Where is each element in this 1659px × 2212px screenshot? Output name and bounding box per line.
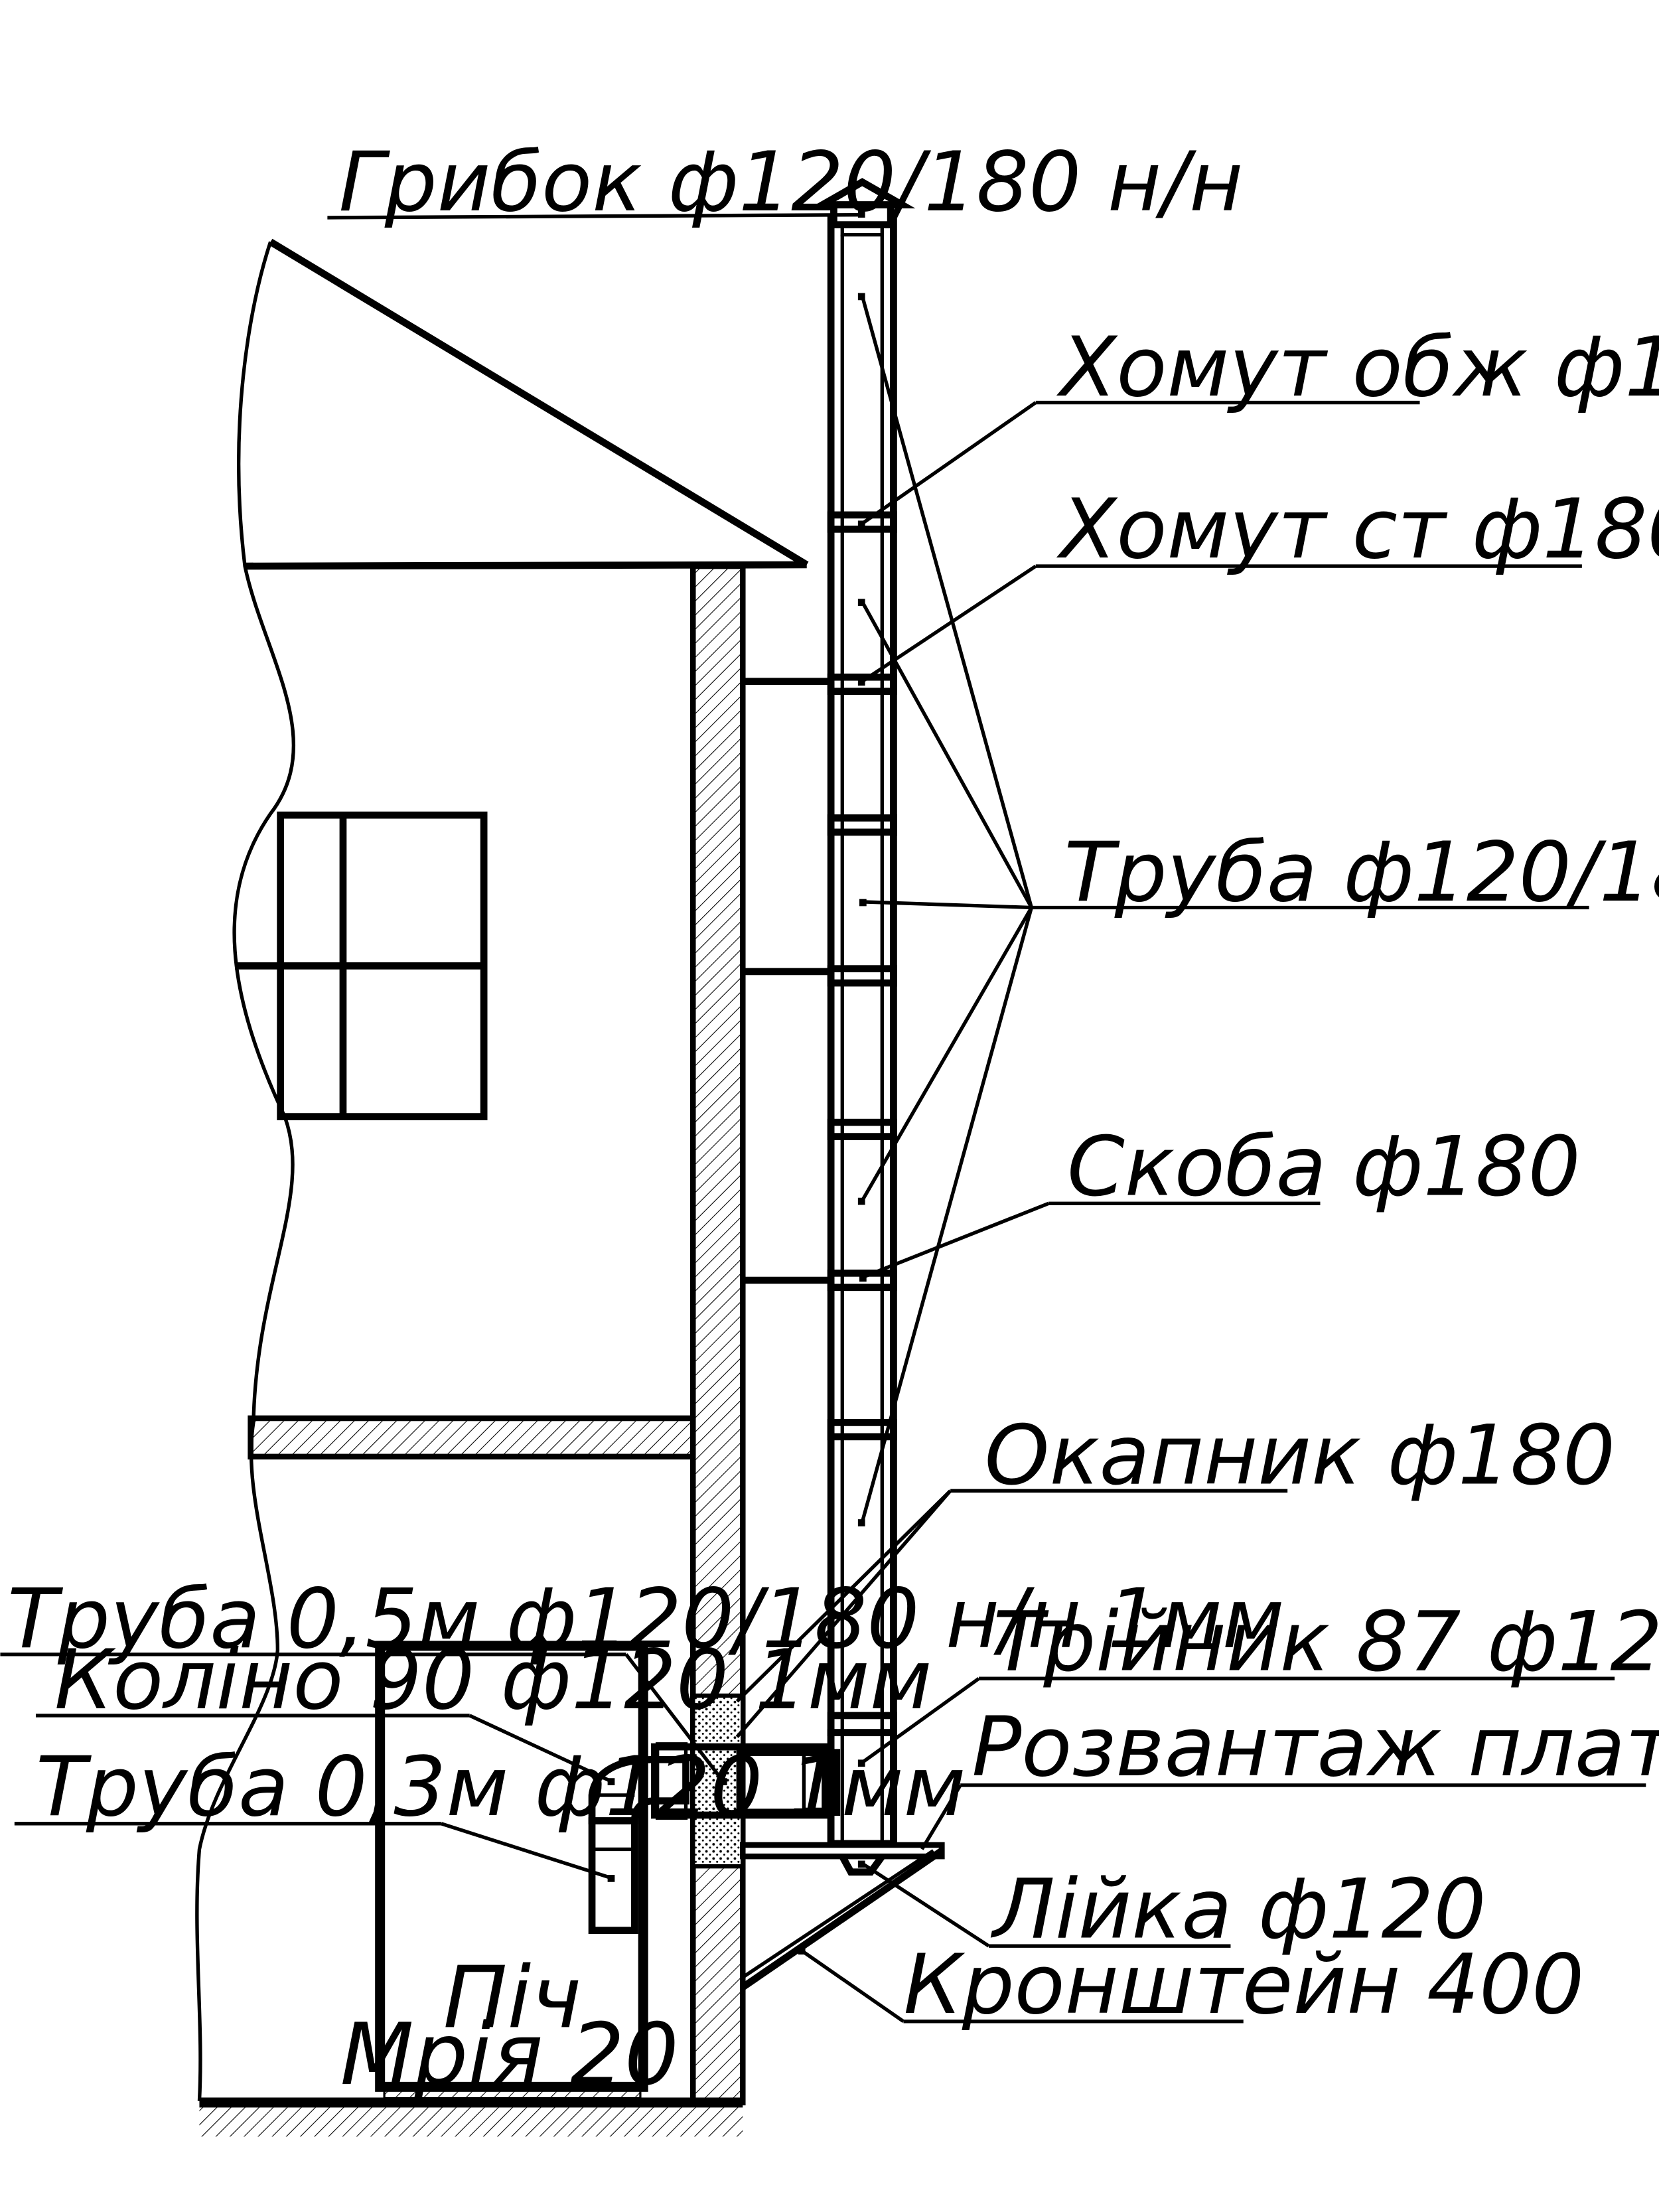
labels: Грибок ф120/180 н/н Хомут обж ф180 Хомут… <box>7 135 1659 2033</box>
console-bracket <box>741 1848 944 1990</box>
window <box>235 811 488 1120</box>
ground <box>199 2097 743 2137</box>
pipe-joints <box>827 511 897 1737</box>
label-cap: Грибок ф120/180 н/н <box>339 135 1244 230</box>
wall-brackets <box>743 678 831 1284</box>
label-console: Кронштейн 400 <box>903 1937 1584 2033</box>
label-funnel: Лійка ф120 <box>990 1862 1486 1957</box>
tee-branch <box>736 1749 841 1816</box>
label-tee: Трійник 87 ф120/180 н/н 1мм <box>993 1594 1659 1690</box>
funnel <box>839 1854 885 1876</box>
connection-pipes <box>588 1742 841 1934</box>
leader-lines <box>0 212 1646 2024</box>
label-pipe-half: Труба 0,5м ф120/180 н/н 1мм <box>7 1572 1284 1667</box>
label-pipe: Труба ф120/180 н/н 1мм <box>1064 825 1659 921</box>
label-bracket-clip: Скоба ф180 <box>1067 1119 1581 1215</box>
label-platform: Розвантаж платформа ф120/180 <box>972 1700 1659 1795</box>
exterior-wall <box>689 563 746 2106</box>
label-drip: Окапник ф180 <box>985 1408 1616 1504</box>
stove-name-line1: Піч <box>443 1949 581 2047</box>
stove: Піч Мрія 20 <box>340 1641 679 2104</box>
label-clamp-wall: Хомут ст ф180 0-100мм <box>1056 482 1659 577</box>
chimney-stack <box>739 178 945 1990</box>
unloading-platform <box>739 1842 945 1860</box>
roof <box>245 238 809 570</box>
stove-name-line2: Мрія 20 <box>340 2006 679 2104</box>
floor-slab <box>248 1415 696 1460</box>
house <box>195 238 809 2137</box>
section-break-line <box>195 241 296 2101</box>
label-clamp-crimp: Хомут обж ф180 <box>1056 320 1659 415</box>
label-elbow: Коліно 90 ф120 1мм <box>54 1633 932 1728</box>
label-pipe-short: Труба 0,3м ф120 1мм <box>36 1739 966 1835</box>
